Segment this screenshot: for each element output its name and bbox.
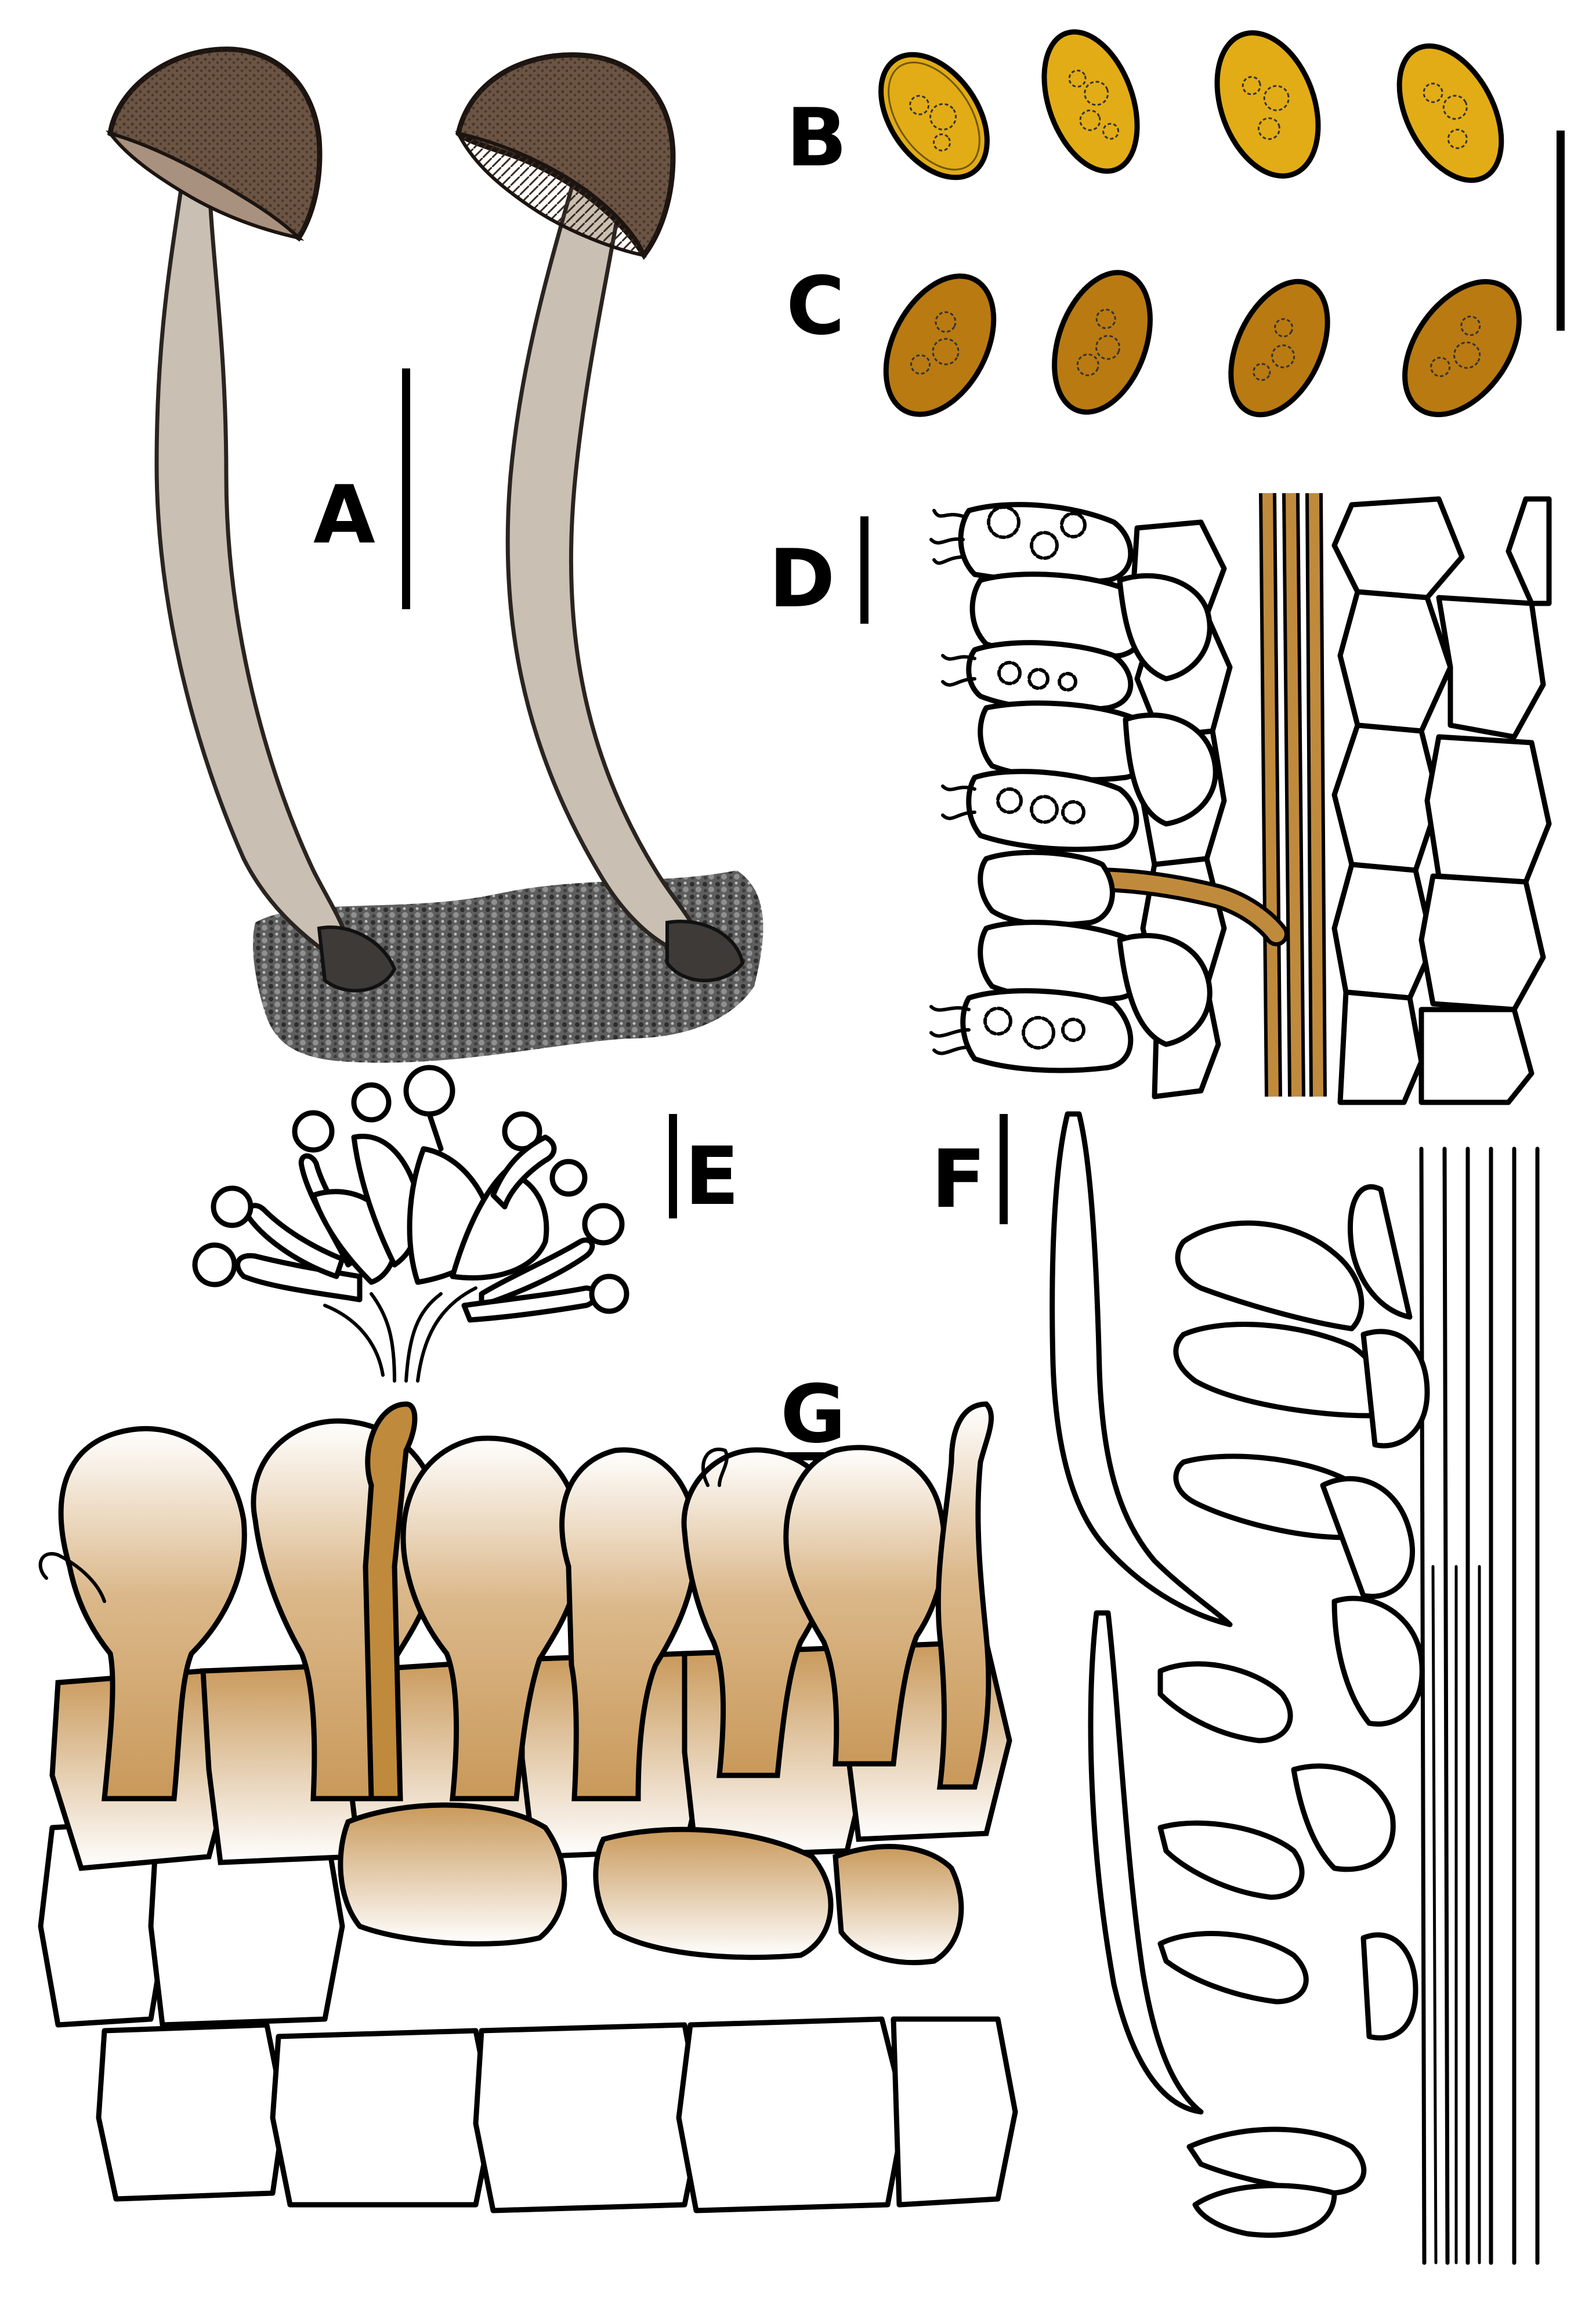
lamellae-left [106,130,305,241]
parallel-hyphae [1419,1146,1540,2265]
spore-c-4 [1402,279,1522,417]
spore-c-1 [883,273,997,417]
caulocystidia [1049,1111,1430,2238]
pileocystidia [38,1401,994,1802]
subpellis-cells [38,1819,1018,2213]
cystidia-stalks [323,1286,477,1383]
trama-cells [1131,496,1552,1105]
panel-g-pileipellis: G [38,1368,1018,2213]
label-d: D [769,532,835,625]
label-a: A [313,468,375,562]
spore-b-1 [878,52,990,180]
basidioma-left [106,46,397,993]
panel-c-spores: C [786,259,1522,418]
spore-b-3 [1214,30,1321,179]
spore-c-2 [1052,270,1153,415]
spore-c-3 [1228,278,1330,418]
label-g: G [780,1368,846,1461]
panel-b-spores: B [786,29,1565,331]
lamellae-right [455,131,647,258]
stipe-base-left [317,925,397,993]
label-e: E [685,1130,739,1223]
panel-f-stipitipellis: F [931,1111,1540,2265]
panel-d-hymenium: D [769,493,1552,1105]
spore-b-4 [1396,43,1504,183]
label-b: B [786,91,847,185]
stipe-base-right [665,920,745,982]
panel-e-cystidia: E [192,1065,739,1383]
label-c: C [786,259,845,353]
basidia [929,502,1218,1073]
spore-b-2 [1041,29,1140,174]
stipe-right [505,154,705,954]
label-f: F [931,1133,986,1226]
cystidia [192,1065,629,1323]
panel-a-basidiomata: A [106,46,763,1063]
basidioma-right [455,52,745,982]
